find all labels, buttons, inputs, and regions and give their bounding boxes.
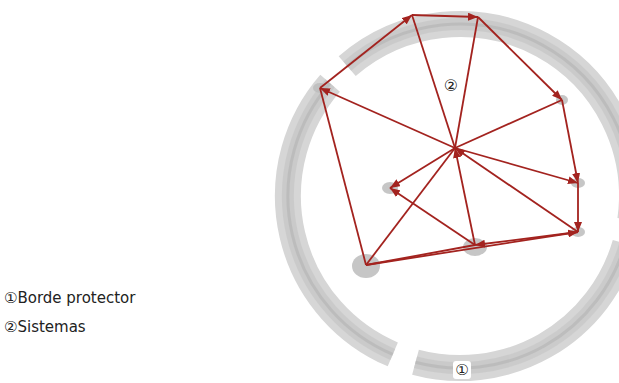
network-line <box>320 88 366 265</box>
network-arrow <box>320 15 412 88</box>
network-arrow <box>562 100 578 183</box>
network-dots <box>313 83 585 278</box>
ring-texture <box>288 24 619 368</box>
ring-arc <box>288 83 393 354</box>
network-arrow <box>320 88 455 148</box>
network-arrow <box>455 148 578 183</box>
network-dot <box>352 254 380 278</box>
network-line <box>366 148 455 265</box>
ring-arc <box>288 83 393 354</box>
network-arrow <box>390 148 455 188</box>
ring-texture <box>288 24 619 368</box>
network-arrow <box>366 232 578 265</box>
network-arrow <box>412 15 478 17</box>
network-arrow <box>390 188 475 245</box>
network-arrow <box>577 183 579 232</box>
callout-number: ① <box>453 361 470 379</box>
ring-arc <box>288 83 393 354</box>
network-arrow <box>455 148 475 245</box>
ring-band <box>288 24 619 368</box>
key-label: ①Borde protector <box>4 289 135 307</box>
network-line <box>366 245 475 265</box>
network-arrow <box>455 148 578 232</box>
network-links <box>320 15 578 265</box>
ring-arc <box>416 244 619 369</box>
ring-arc <box>416 244 619 369</box>
key-label: ②Sistemas <box>4 318 86 336</box>
callout-number: ② <box>442 76 460 95</box>
network-arrow <box>478 17 562 100</box>
network-line <box>455 100 562 148</box>
ring-arc <box>416 244 619 369</box>
